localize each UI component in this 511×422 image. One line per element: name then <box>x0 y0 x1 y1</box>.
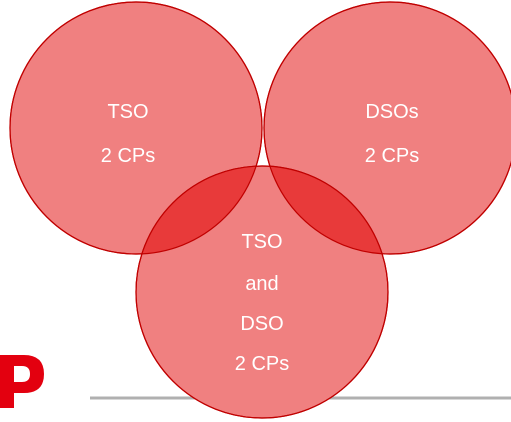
circle-tso-outline <box>9 1 263 255</box>
tso-and-dso-line3-label: DSO <box>240 313 283 335</box>
overlap-tso-bottom <box>136 166 262 254</box>
tso-and-dso-line1-label: TSO <box>241 231 282 253</box>
tso-and-dso-cps-label: 2 CPs <box>235 353 289 375</box>
tso-cps-label: 2 CPs <box>101 145 155 167</box>
overlap-dsos-bottom <box>264 166 388 254</box>
tso-and-dso-line2-label: and <box>245 273 278 295</box>
circle-tso-and-dso-outline <box>135 165 389 419</box>
dsos-title-label: DSOs <box>365 101 418 123</box>
dsos-cps-label: 2 CPs <box>365 145 419 167</box>
circle-dsos-outline <box>263 1 511 255</box>
brand-logo-fragment <box>0 355 44 408</box>
tso-title-label: TSO <box>107 101 148 123</box>
